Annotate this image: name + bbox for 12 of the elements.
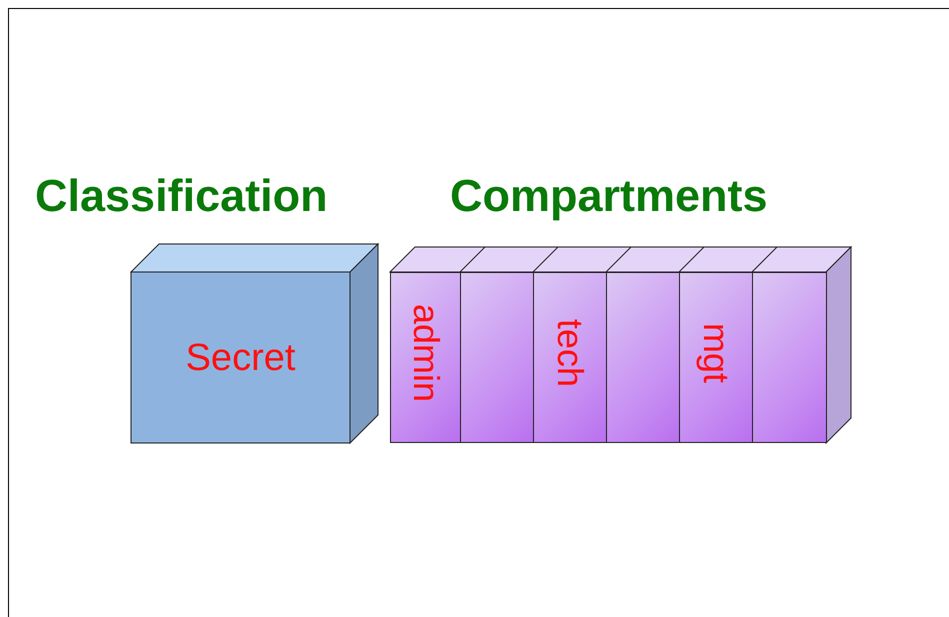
- label-text: mgt: [698, 322, 734, 382]
- label-text: admin: [408, 303, 444, 402]
- compartment-slab: [752, 272, 827, 443]
- heading: Classification: [35, 173, 328, 218]
- compartment-slab: [606, 272, 680, 443]
- label-text: tech: [552, 318, 588, 387]
- compartment-slab: [679, 272, 753, 443]
- heading: Compartments: [450, 173, 768, 218]
- compartment-slab: [460, 272, 534, 443]
- compartment-slab: [533, 272, 607, 443]
- compartment-slab: [390, 272, 461, 443]
- label-text: Secret: [186, 338, 296, 376]
